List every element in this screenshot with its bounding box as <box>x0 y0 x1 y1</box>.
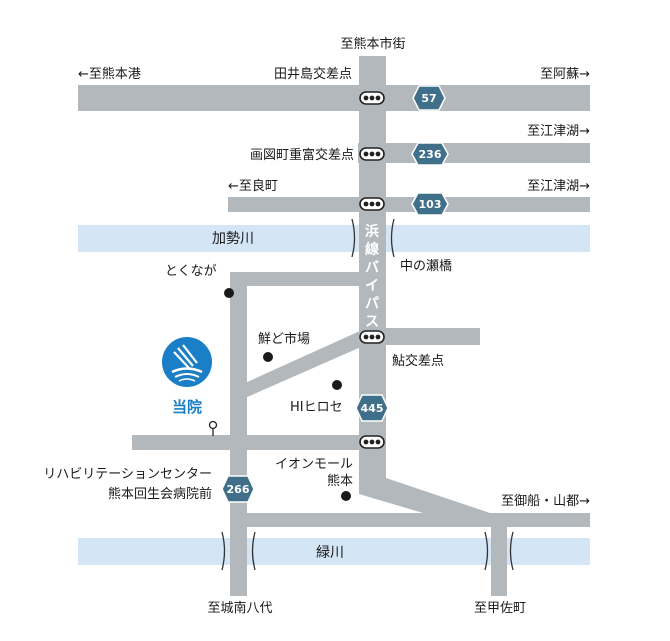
bypass-char-3: バ <box>365 260 379 276</box>
route-445-label: 445 <box>361 402 384 415</box>
label-east-dest-ezu2: 至江津湖→ <box>527 179 590 194</box>
landmark-dot-icon <box>263 352 273 362</box>
bridge-icon <box>221 531 226 571</box>
bypass-vertical-label: 浜 線 バ イ パ ス <box>365 223 379 330</box>
label-junction-ayu: 鮎交差点 <box>392 353 444 369</box>
route-103-label: 103 <box>419 198 442 211</box>
roads <box>78 56 590 596</box>
road-route-103 <box>228 197 590 212</box>
label-sengyo: 鮮ど市場 <box>258 331 310 347</box>
label-west-dest-yoshi: ←至良町 <box>228 178 278 194</box>
label-north-dest: 至熊本市街 <box>340 36 405 52</box>
bypass-char-2: 線 <box>365 241 379 258</box>
road-route-236 <box>358 143 590 163</box>
bridge-marks <box>221 218 514 571</box>
label-bridge-naka: 中の瀬橋 <box>400 259 452 274</box>
route-shield-236: 236 <box>411 142 449 166</box>
route-shield-266: 266 <box>221 475 255 503</box>
bypass-char-4: イ <box>365 278 379 294</box>
bypass-char-6: ス <box>365 314 379 330</box>
label-east-dest-ezu1: 至江津湖→ <box>527 124 590 139</box>
road-west-vertical <box>230 272 247 596</box>
road-route-57 <box>78 85 590 111</box>
label-junction-ezumachi: 画図町重富交差点 <box>250 147 354 163</box>
landmark-dot-icon <box>341 491 351 501</box>
label-south-dest-jonan: 至城南八代 <box>207 600 272 616</box>
route-236-label: 236 <box>419 148 442 161</box>
hospital-name: 当院 <box>172 398 202 416</box>
traffic-signals <box>359 91 385 449</box>
label-junction-taishima: 田井島交差点 <box>274 66 352 82</box>
label-east-dest-mifune: 至御船・山都→ <box>501 494 590 509</box>
traffic-signal-icon <box>359 435 385 449</box>
label-east-dest-top: 至阿蘇→ <box>540 67 590 82</box>
label-south-dest-kosa: 至甲佐町 <box>474 601 526 616</box>
label-aeon-line2: 熊本 <box>327 473 353 489</box>
route-shield-57: 57 <box>412 85 446 111</box>
label-aeon-line1: イオンモール <box>275 457 353 472</box>
traffic-signal-icon <box>359 197 385 211</box>
route-shields: 57 236 103 445 266 <box>221 85 449 503</box>
label-rehab-line1: リハビリテーションセンター <box>43 467 212 482</box>
road-top-connector <box>230 272 370 286</box>
bridge-icon <box>351 218 356 258</box>
bypass-char-5: パ <box>365 296 379 312</box>
river-kase <box>78 225 590 252</box>
traffic-signal-icon <box>359 330 385 344</box>
bus-stop-icon <box>208 420 218 436</box>
road-route-445-horizontal <box>132 435 377 450</box>
label-tokunaga: とくなが <box>165 264 217 279</box>
route-shield-103: 103 <box>411 192 449 216</box>
road-ayu-east <box>372 328 480 345</box>
landmark-dot-icon <box>224 288 234 298</box>
road-mifune <box>230 513 590 527</box>
hospital-logo-icon <box>162 337 212 387</box>
label-river-kase: 加勢川 <box>212 231 254 247</box>
route-shield-445: 445 <box>355 394 389 422</box>
road-kosa-south <box>491 513 507 596</box>
bypass-char-1: 浜 <box>365 223 379 240</box>
route-57-label: 57 <box>421 92 436 105</box>
label-west-dest-top: ←至熊本港 <box>78 66 141 82</box>
bridge-icon <box>509 531 514 571</box>
label-hirose: HIヒロセ <box>290 400 343 415</box>
traffic-signal-icon <box>359 91 385 105</box>
bridge-icon <box>484 531 489 571</box>
label-river-midori: 緑川 <box>316 545 344 561</box>
label-rehab-line2: 熊本回生会病院前 <box>108 486 212 502</box>
landmark-dot-icon <box>332 380 342 390</box>
route-266-label: 266 <box>227 483 250 496</box>
bridge-icon <box>251 531 256 571</box>
bridge-icon <box>390 218 395 258</box>
traffic-signal-icon <box>359 147 385 161</box>
road-diagonal-sengyo <box>245 330 370 398</box>
